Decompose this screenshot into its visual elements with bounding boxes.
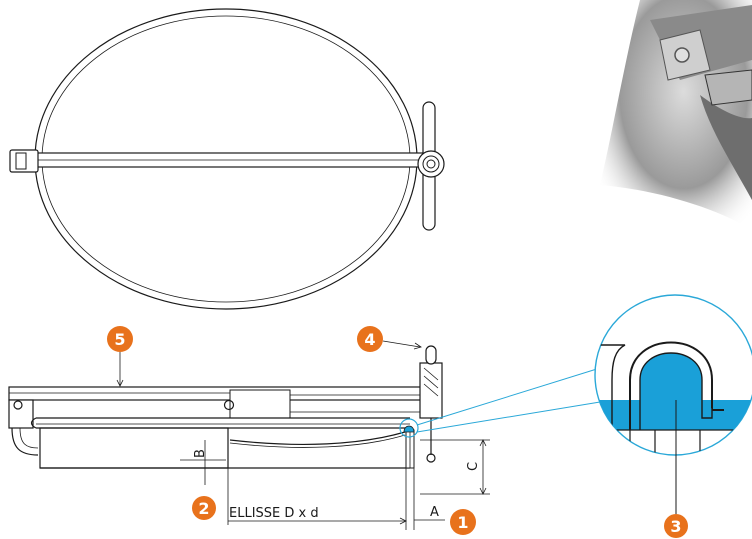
dim-a-label: A — [430, 505, 439, 520]
callout-2: 2 — [192, 496, 216, 520]
ellipse-dimension-label: ELLISSE D x d — [229, 506, 319, 521]
callout-1: 1 — [450, 509, 476, 535]
product-photo — [600, 0, 752, 230]
side-view — [8, 345, 601, 469]
top-view — [9, 8, 445, 310]
dim-b-label: B — [193, 449, 208, 458]
callout-4: 4 — [357, 326, 422, 352]
svg-text:2: 2 — [198, 499, 209, 518]
svg-text:1: 1 — [457, 513, 468, 532]
callout-3: 3 — [664, 514, 688, 538]
svg-text:5: 5 — [114, 330, 125, 349]
svg-text:3: 3 — [670, 517, 681, 536]
dimensions: C B A ELLISSE D x d — [180, 439, 490, 530]
gasket-detail — [594, 294, 752, 514]
dim-c-label: C — [466, 462, 481, 471]
svg-text:4: 4 — [364, 330, 375, 349]
callout-5: 5 — [107, 326, 133, 387]
